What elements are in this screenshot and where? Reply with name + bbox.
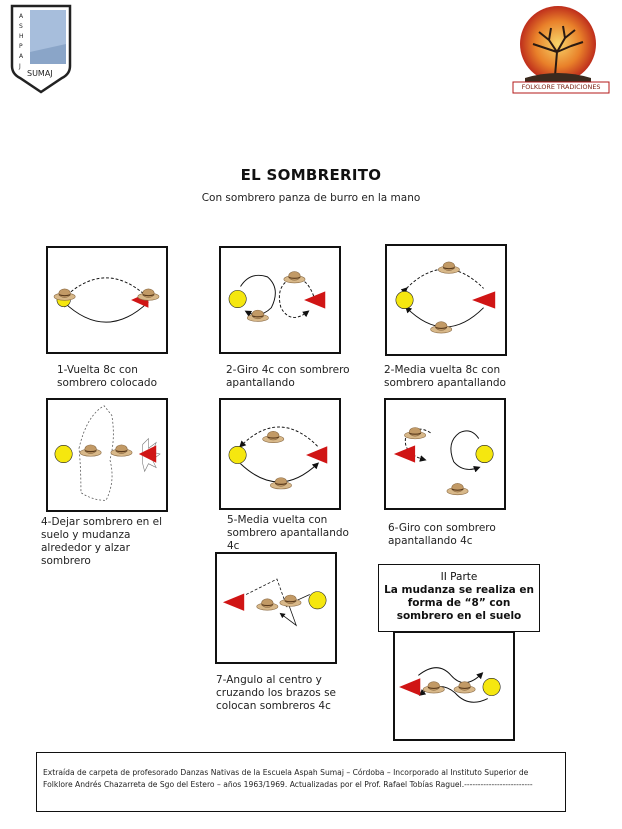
figure-2-diagram	[219, 246, 341, 354]
figure-6-caption: 6-Giro con sombrero apantallando 4c	[388, 522, 496, 548]
ashpaj-sumaj-logo: A S H P A J SUMAJ	[10, 4, 72, 96]
figure-7-diagram	[215, 552, 337, 664]
footer-line: Folklore Andrés Chazarreta de Sgo del Es…	[43, 780, 533, 789]
svg-text:S: S	[19, 23, 23, 30]
svg-text:A: A	[19, 53, 24, 60]
figure-7-caption: 7-Angulo al centro y cruzando los brazos…	[216, 674, 336, 713]
caption-line: apantallando 4c	[388, 535, 473, 547]
caption-line: 5-Media vuelta con	[227, 514, 328, 526]
figure-3-diagram	[385, 244, 507, 356]
folklore-tradiciones-logo: FOLKLORE TRADICIONES	[505, 4, 612, 96]
caption-line: sombrero apantallando	[384, 377, 506, 389]
figure-5-caption: 5-Media vuelta con sombrero apantallando…	[227, 514, 349, 553]
part-two-diagram	[393, 631, 515, 741]
part-two-line: La mudanza se realiza en	[384, 584, 534, 596]
caption-line: apantallando	[226, 377, 295, 389]
svg-text:P: P	[19, 43, 23, 50]
caption-line: 2-Media vuelta 8c con	[384, 364, 501, 376]
source-footer: Extraída de carpeta de profesorado Danza…	[36, 752, 566, 812]
caption-line: colocan sombreros 4c	[216, 700, 331, 712]
svg-text:J: J	[18, 63, 21, 70]
caption-line: sombrero apantallando	[227, 527, 349, 539]
figure-4-caption: 4-Dejar sombrero en el suelo y mudanza a…	[41, 516, 162, 568]
caption-line: 2-Giro 4c con sombrero	[226, 364, 350, 376]
caption-line: 4-Dejar sombrero en el	[41, 516, 163, 528]
part-two-box: II Parte La mudanza se realiza en forma …	[378, 564, 540, 632]
figure-3-caption: 2-Media vuelta 8c con sombrero apantalla…	[384, 364, 506, 390]
caption-line: alrededor y alzar	[41, 542, 130, 554]
figure-4-diagram	[46, 398, 168, 512]
figure-2-caption: 2-Giro 4c con sombrero apantallando	[226, 364, 350, 390]
caption-line: cruzando los brazos se	[216, 687, 337, 699]
page-title: EL SOMBRERITO	[240, 166, 382, 184]
caption-line: 6-Giro con sombrero	[388, 522, 496, 534]
caption-line: sombrero colocado	[57, 377, 158, 389]
figure-6-diagram	[384, 398, 506, 510]
caption-line: 4c	[227, 540, 240, 552]
part-two-line: sombrero en el suelo	[396, 610, 522, 622]
logo-caption: FOLKLORE TRADICIONES	[521, 83, 601, 91]
part-two-line: forma de “8” con	[407, 597, 511, 609]
figure-1-diagram	[46, 246, 168, 354]
svg-text:SUMAJ: SUMAJ	[27, 69, 53, 78]
caption-line: 1-Vuelta 8c con	[57, 364, 138, 376]
page-subtitle: Con sombrero panza de burro en la mano	[201, 192, 421, 204]
caption-line: 7-Angulo al centro y	[216, 674, 322, 686]
caption-line: sombrero	[41, 555, 91, 567]
svg-text:H: H	[19, 33, 24, 40]
footer-line: Extraída de carpeta de profesorado Danza…	[43, 768, 529, 777]
caption-line: suelo y mudanza	[41, 529, 131, 541]
part-two-heading: II Parte	[440, 571, 478, 583]
svg-text:A: A	[19, 13, 24, 20]
figure-5-diagram	[219, 398, 341, 510]
figure-1-caption: 1-Vuelta 8c con sombrero colocado	[57, 364, 157, 390]
